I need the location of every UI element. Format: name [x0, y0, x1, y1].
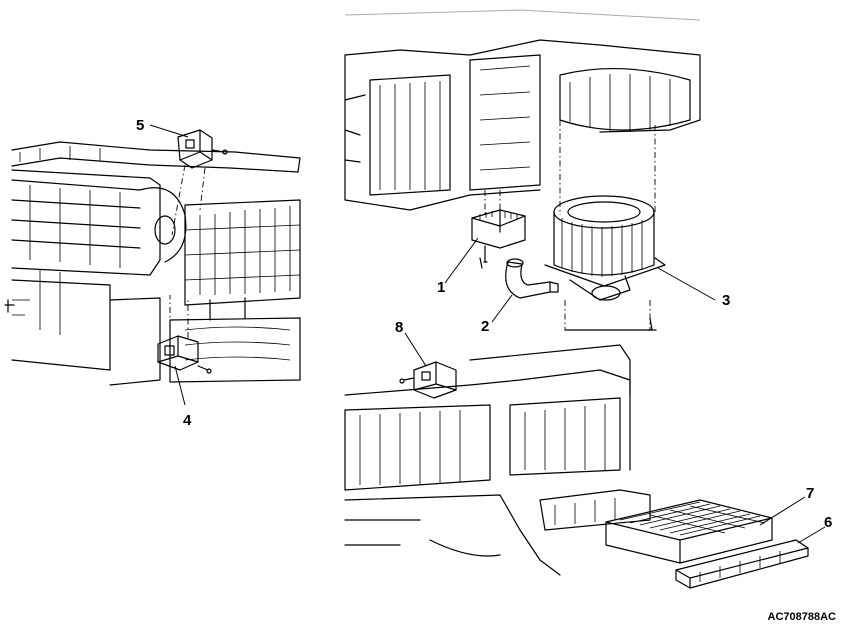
callout-3: 3: [722, 292, 730, 309]
blower-motor-part-3: [544, 195, 666, 331]
damper-motor-5: [177, 129, 228, 169]
filter-housing-bottom-view: [344, 344, 651, 576]
filter-cover-part-6: [675, 539, 809, 589]
callout-1: 1: [437, 279, 445, 296]
callout-7: 7: [806, 485, 814, 502]
callout-4: 4: [183, 412, 192, 429]
leader-lines: [149, 124, 826, 544]
duct-pipe-part-2: [505, 258, 559, 299]
resistor-part-1: [471, 209, 526, 269]
damper-motor-part-8: [399, 361, 457, 399]
damper-motor-4: [157, 335, 212, 374]
blower-housing-top-view: [344, 9, 701, 331]
air-filter-part-7: [605, 499, 773, 564]
heater-unit-left-view: [4, 129, 301, 386]
callout-8: 8: [395, 319, 403, 336]
callout-5: 5: [136, 117, 144, 134]
callout-6: 6: [824, 514, 832, 531]
callout-2: 2: [481, 318, 489, 335]
figure-code: AC708788AC: [768, 611, 837, 623]
